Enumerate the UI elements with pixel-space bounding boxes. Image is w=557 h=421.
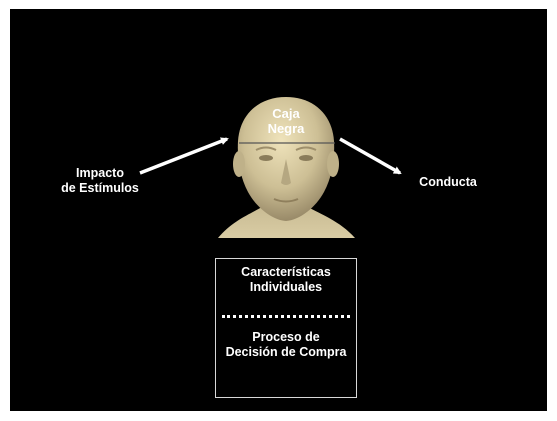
head-right-ear [327,151,339,177]
box-dotted-divider [222,315,350,318]
box-top-text: Características Individuales [216,265,356,295]
box-bottom-text: Proceso de Decisión de Compra [216,330,356,360]
head-right-eye [299,155,313,161]
head-label: Caja Negra [256,106,316,136]
head-label-line-1: Caja [256,106,316,121]
characteristics-box: Características Individuales Proceso de … [215,258,357,398]
output-label: Conducta [408,175,488,190]
box-top-line-1: Características [216,265,356,280]
box-bottom-line-2: Decisión de Compra [216,345,356,360]
input-label-line-1: Impacto [40,166,160,181]
slide: Caja Negra Impacto de Estímulos Conducta… [10,9,547,411]
output-label-line-1: Conducta [408,175,488,190]
input-label-line-2: de Estímulos [40,181,160,196]
head-left-ear [233,151,245,177]
output-arrow [340,139,400,173]
input-label: Impacto de Estímulos [40,166,160,196]
head-left-eye [259,155,273,161]
box-top-line-2: Individuales [216,280,356,295]
head-label-line-2: Negra [256,121,316,136]
box-bottom-line-1: Proceso de [216,330,356,345]
